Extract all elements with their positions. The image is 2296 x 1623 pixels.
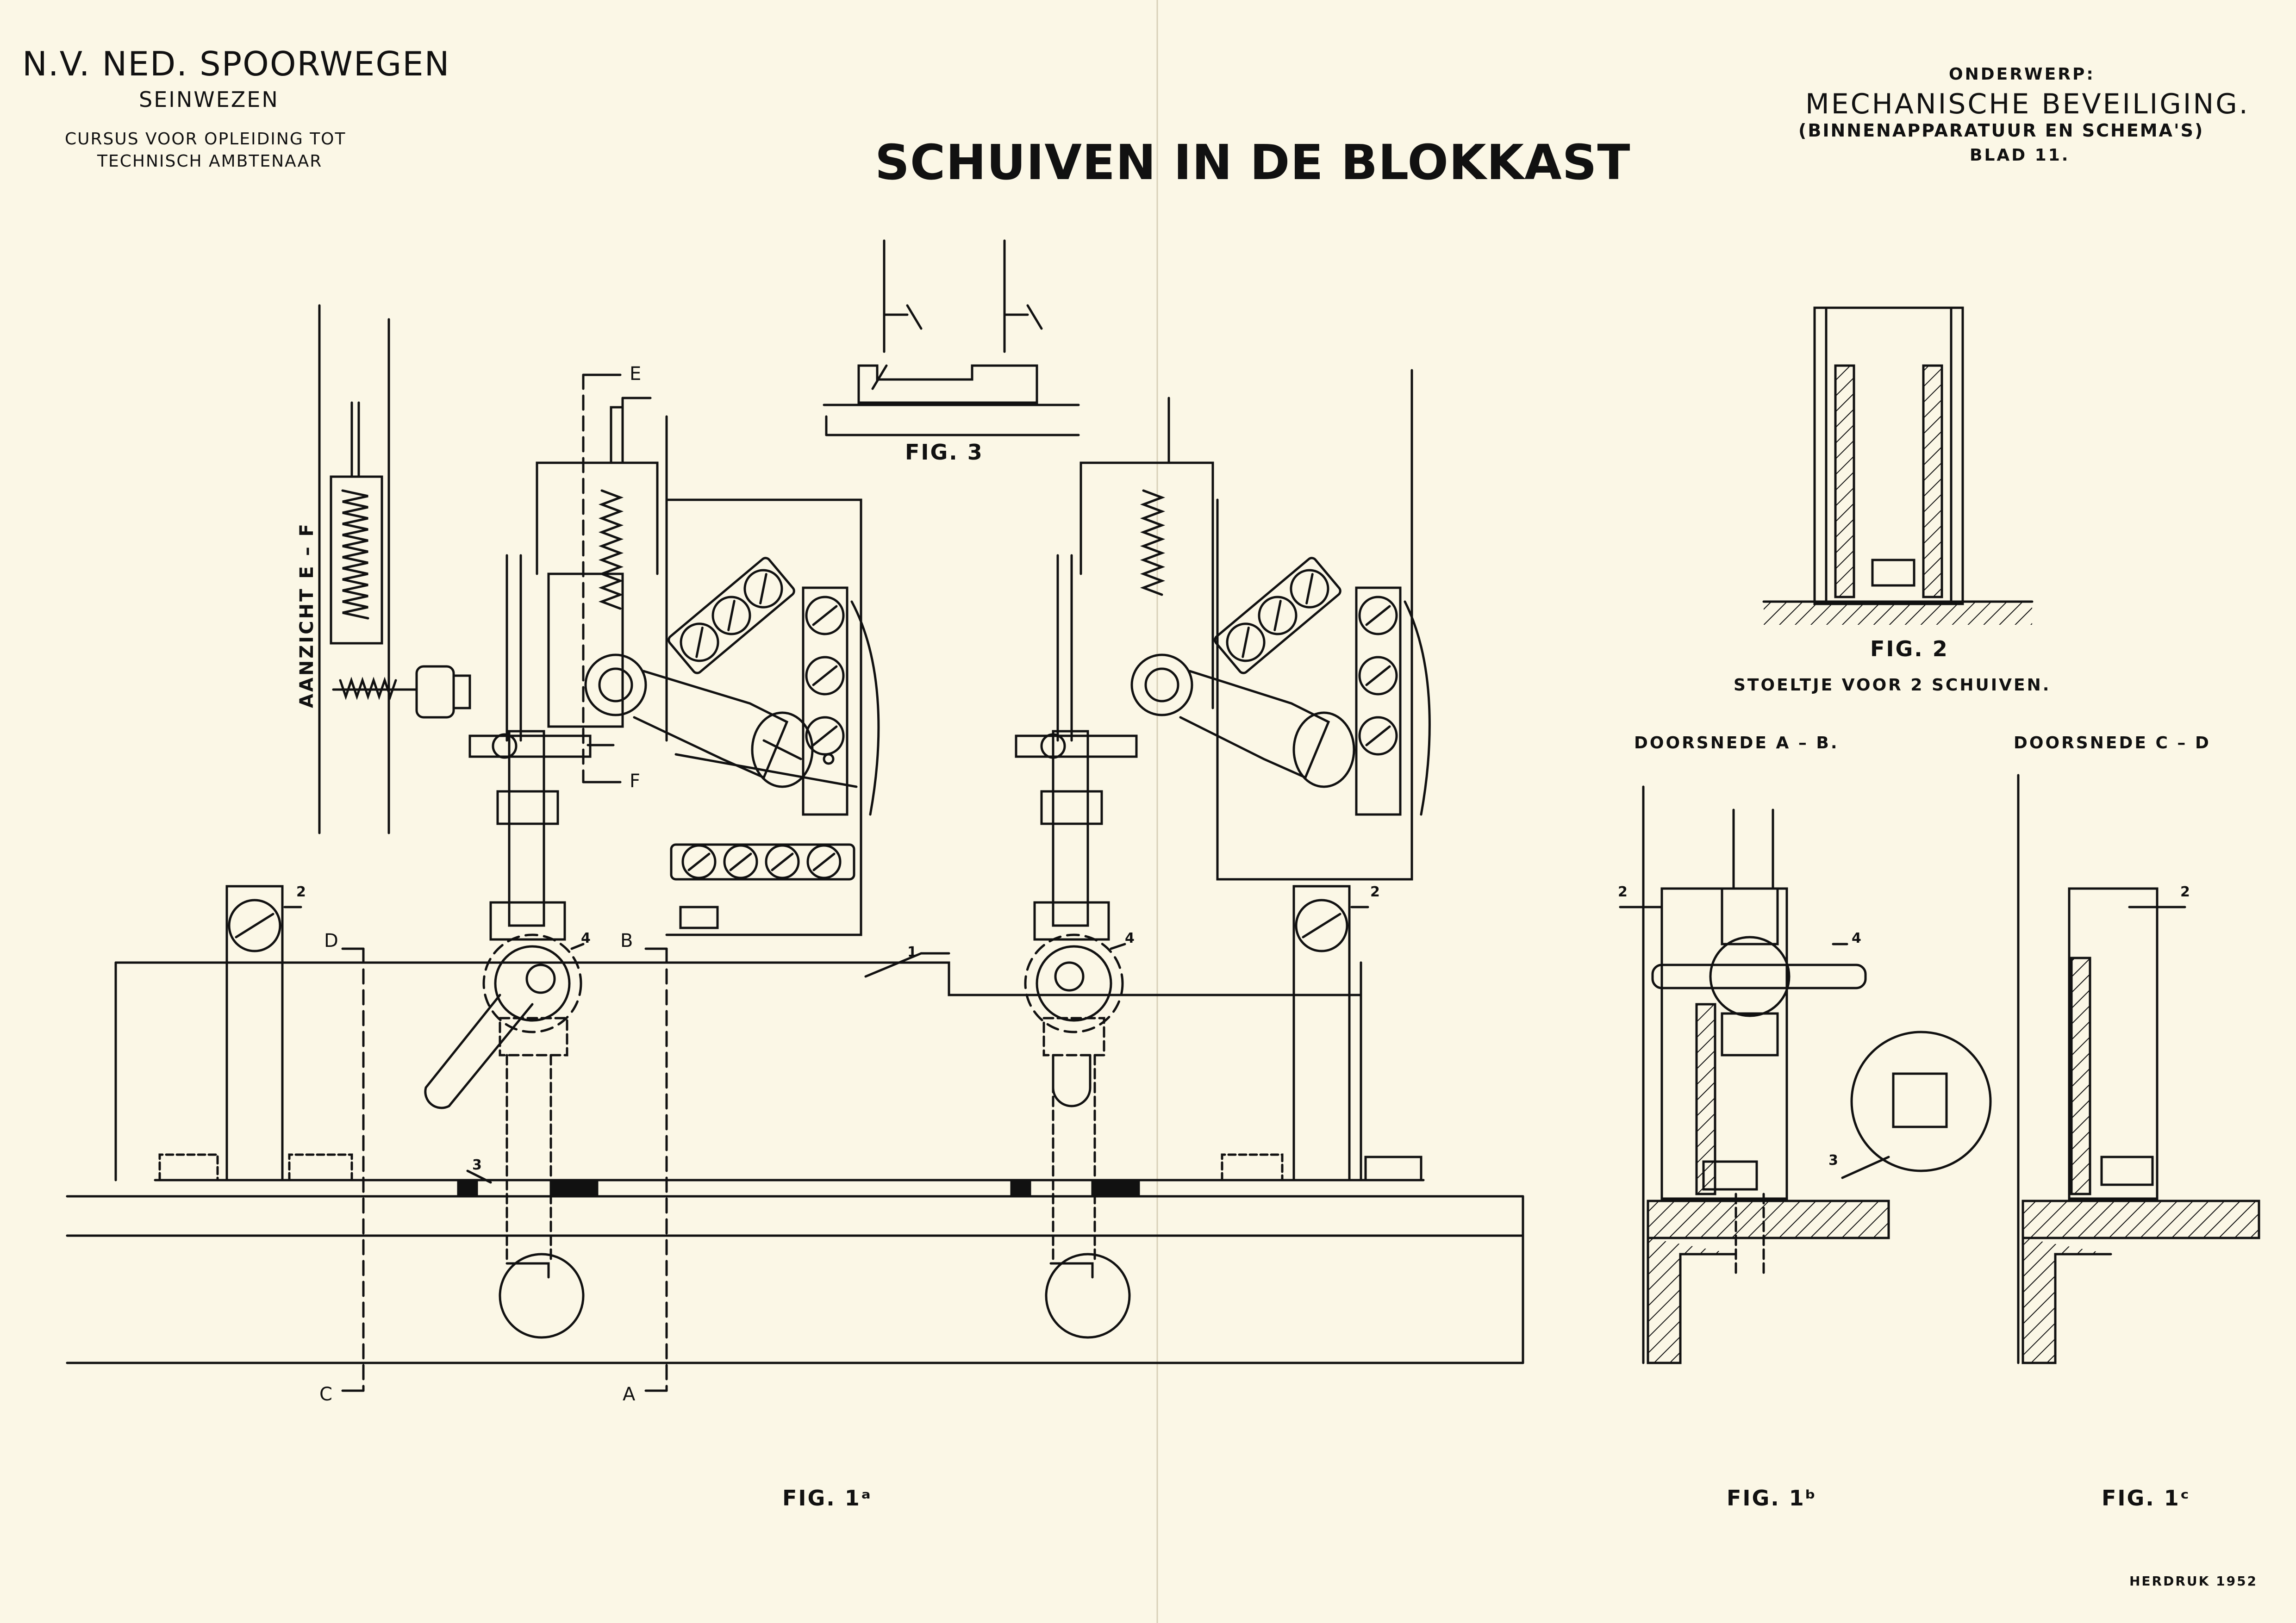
part-number-4-left: 4 bbox=[581, 930, 591, 946]
view-ef-label: AANZICHT E – F bbox=[296, 522, 318, 708]
part-number-2-left: 2 bbox=[296, 884, 306, 900]
fig1b-section-ab bbox=[1619, 785, 1992, 1364]
fig1a-label: FIG. 1ᵃ bbox=[782, 1486, 872, 1511]
view-ef bbox=[318, 304, 471, 834]
section-cd-label: DOORSNEDE C – D bbox=[2014, 734, 2211, 752]
fig1b-label: FIG. 1ᵇ bbox=[1727, 1486, 1817, 1511]
fig3-label: FIG. 3 bbox=[905, 440, 984, 465]
part-number-1: 1 bbox=[907, 944, 917, 960]
fig1c-section-cd bbox=[2017, 774, 2260, 1364]
fig2-caption: STOELTJE VOOR 2 SCHUIVEN. bbox=[1734, 676, 2051, 695]
fig1b-part-2: 2 bbox=[1618, 884, 1628, 900]
fig1c-part-2: 2 bbox=[2180, 884, 2190, 900]
sheet-number: BLAD 11. bbox=[1970, 146, 2070, 165]
part-number-2-right: 2 bbox=[1370, 884, 1380, 900]
fig1b-part-4: 4 bbox=[1852, 930, 1861, 946]
section-ab-label: DOORSNEDE A – B. bbox=[1634, 734, 1839, 752]
fig2-chair bbox=[1762, 306, 2034, 625]
department-name: SEINWEZEN bbox=[139, 87, 279, 112]
fig1c-label: FIG. 1ᶜ bbox=[2102, 1486, 2190, 1511]
fig1a-assembly bbox=[66, 369, 1524, 1392]
organization-name: N.V. NED. SPOORWEGEN bbox=[22, 44, 450, 83]
section-mark-d: D bbox=[324, 930, 338, 951]
section-mark-b: B bbox=[620, 930, 633, 951]
subject-subtitle: (BINNENAPPARATUUR EN SCHEMA'S) bbox=[1798, 120, 2204, 141]
fig2-label: FIG. 2 bbox=[1870, 636, 1949, 661]
course-line-1: CURSUS VOOR OPLEIDING TOT bbox=[65, 130, 346, 149]
section-mark-c: C bbox=[319, 1384, 332, 1405]
part-number-3: 3 bbox=[472, 1157, 482, 1173]
section-mark-f: F bbox=[630, 771, 641, 792]
reprint-note: HERDRUK 1952 bbox=[2129, 1573, 2258, 1589]
subject-name: MECHANISCHE BEVEILIGING. bbox=[1805, 88, 2250, 120]
fig1b-part-3: 3 bbox=[1828, 1152, 1838, 1169]
subject-label: ONDERWERP: bbox=[1949, 65, 2095, 84]
section-mark-e: E bbox=[630, 363, 642, 385]
drawing-title: SCHUIVEN IN DE BLOKKAST bbox=[875, 134, 1631, 191]
section-mark-a: A bbox=[623, 1384, 636, 1405]
course-line-2: TECHNISCH AMBTENAAR bbox=[97, 152, 323, 171]
fig3-detail bbox=[823, 239, 1080, 436]
part-number-4-right: 4 bbox=[1125, 930, 1135, 946]
